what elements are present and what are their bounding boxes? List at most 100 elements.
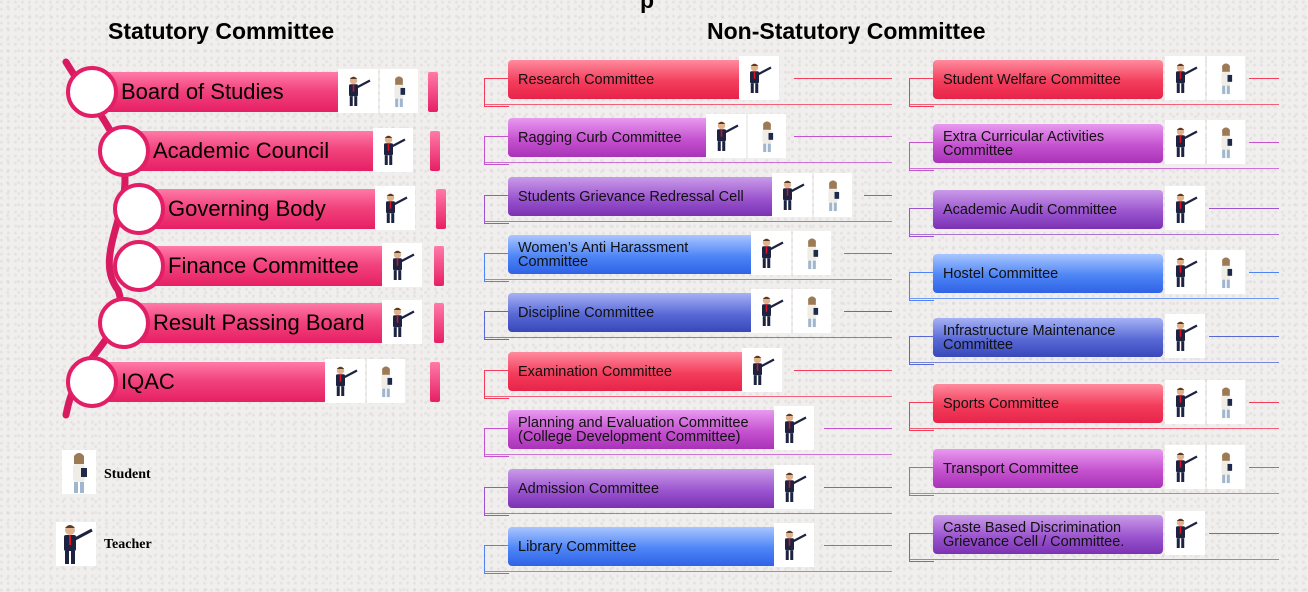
student-icon [814,173,852,217]
student-icon [1207,250,1245,294]
connector-bracket [909,272,934,301]
connector-bracket [484,78,509,107]
connector-line [1249,402,1279,403]
committee-row: Admission Committee [484,465,892,516]
teacher-icon [774,406,814,450]
teacher-icon [1165,56,1205,100]
connector-baseline [909,168,1279,169]
connector-line [824,487,892,488]
committee-name: Academic Audit Committee [943,201,1118,218]
committee-row: Planning and Evaluation Committee (Colle… [484,406,892,457]
committee-row: Sports Committee [909,380,1279,431]
statutory-node-circle [113,240,165,292]
student-icon [62,450,96,494]
committee-name: Transport Committee [943,460,1079,477]
statutory-node-circle [98,297,150,349]
teacher-icon [1165,511,1205,555]
connector-bracket [909,533,934,562]
committee-label-box: Admission Committee [508,469,778,508]
committee-name: Sports Committee [943,395,1060,412]
connector-bracket [909,467,934,496]
teacher-icon [1165,120,1205,164]
student-icon [793,289,831,333]
committee-label-box: Discipline Committee [508,293,758,332]
connector-line [824,428,892,429]
committee-name: Caste Based Discrimination Grievance Cel… [943,519,1125,550]
statutory-node-circle [113,183,165,235]
connector-bracket [909,402,934,431]
teacher-icon [751,289,791,333]
committee-label-box: Students Grievance Redressal Cell [508,177,778,216]
connector-line [1209,208,1279,209]
connector-baseline [484,454,892,455]
connector-baseline [909,298,1279,299]
statutory-heading: Statutory Committee [108,18,335,44]
statutory-bar-end [436,189,446,229]
committee-row: Ragging Curb Committee [484,114,892,165]
committee-row: Examination Committee [484,348,892,399]
statutory-bar-end [430,362,440,402]
statutory-node-circle [66,356,118,408]
committee-row: Infrastructure Maintenance Committee [909,314,1279,365]
teacher-icon [382,300,422,344]
connector-baseline [484,396,892,397]
committee-row: Discipline Committee [484,289,892,340]
connector-baseline [909,234,1279,235]
statutory-bar-end [434,303,444,343]
connector-bracket [484,195,509,224]
statutory-item-label: IQAC [86,362,344,402]
committee-row: Library Committee [484,523,892,574]
connector-bracket [484,311,509,340]
committee-row: Women’s Anti Harassment Committee [484,231,892,282]
committee-name: Women’s Anti Harassment Committee [518,239,689,270]
teacher-icon [706,114,746,158]
statutory-bar-end [430,131,440,171]
committee-name: Discipline Committee [518,304,655,321]
connector-baseline [484,513,892,514]
teacher-icon [338,69,378,113]
connector-bracket [909,78,934,107]
statutory-node-circle [66,66,118,118]
teacher-icon [382,243,422,287]
connector-baseline [484,162,892,163]
committee-label-box: Caste Based Discrimination Grievance Cel… [933,515,1163,554]
student-icon [380,69,418,113]
committee-name: Student Welfare Committee [943,71,1121,88]
committee-label-box: Research Committee [508,60,748,99]
committee-name: Library Committee [518,538,637,555]
committee-name: Hostel Committee [943,265,1059,282]
committee-name: Admission Committee [518,480,660,497]
student-icon [1207,445,1245,489]
connector-baseline [909,362,1279,363]
connector-bracket [484,136,509,165]
statutory-item-label: Governing Body [133,189,395,229]
connector-baseline [484,221,892,222]
teacher-icon [1165,250,1205,294]
connector-line [1249,142,1279,143]
connector-line [1249,78,1279,79]
connector-line [824,545,892,546]
connector-line [844,253,892,254]
connector-bracket [909,142,934,171]
connector-line [844,311,892,312]
committee-name: Extra Curricular Activities Committee [943,128,1105,159]
statutory-item-label: Finance Committee [133,246,400,286]
top-partial-title: p [640,0,655,13]
connector-bracket [484,253,509,282]
teacher-icon [774,465,814,509]
connector-baseline [909,104,1279,105]
connector-line [794,78,892,79]
statutory-bar-end [428,72,438,112]
teacher-icon [325,359,365,403]
committee-label-box: Student Welfare Committee [933,60,1163,99]
committee-label-box: Academic Audit Committee [933,190,1163,229]
committee-row: Students Grievance Redressal Cell [484,173,892,224]
connector-line [1209,336,1279,337]
committee-name: Ragging Curb Committee [518,129,682,146]
teacher-icon [1165,445,1205,489]
committee-row: Hostel Committee [909,250,1279,301]
committee-row: Transport Committee [909,445,1279,496]
connector-bracket [484,545,509,574]
committee-name: Research Committee [518,71,655,88]
legend-student-label: Student [104,467,151,482]
